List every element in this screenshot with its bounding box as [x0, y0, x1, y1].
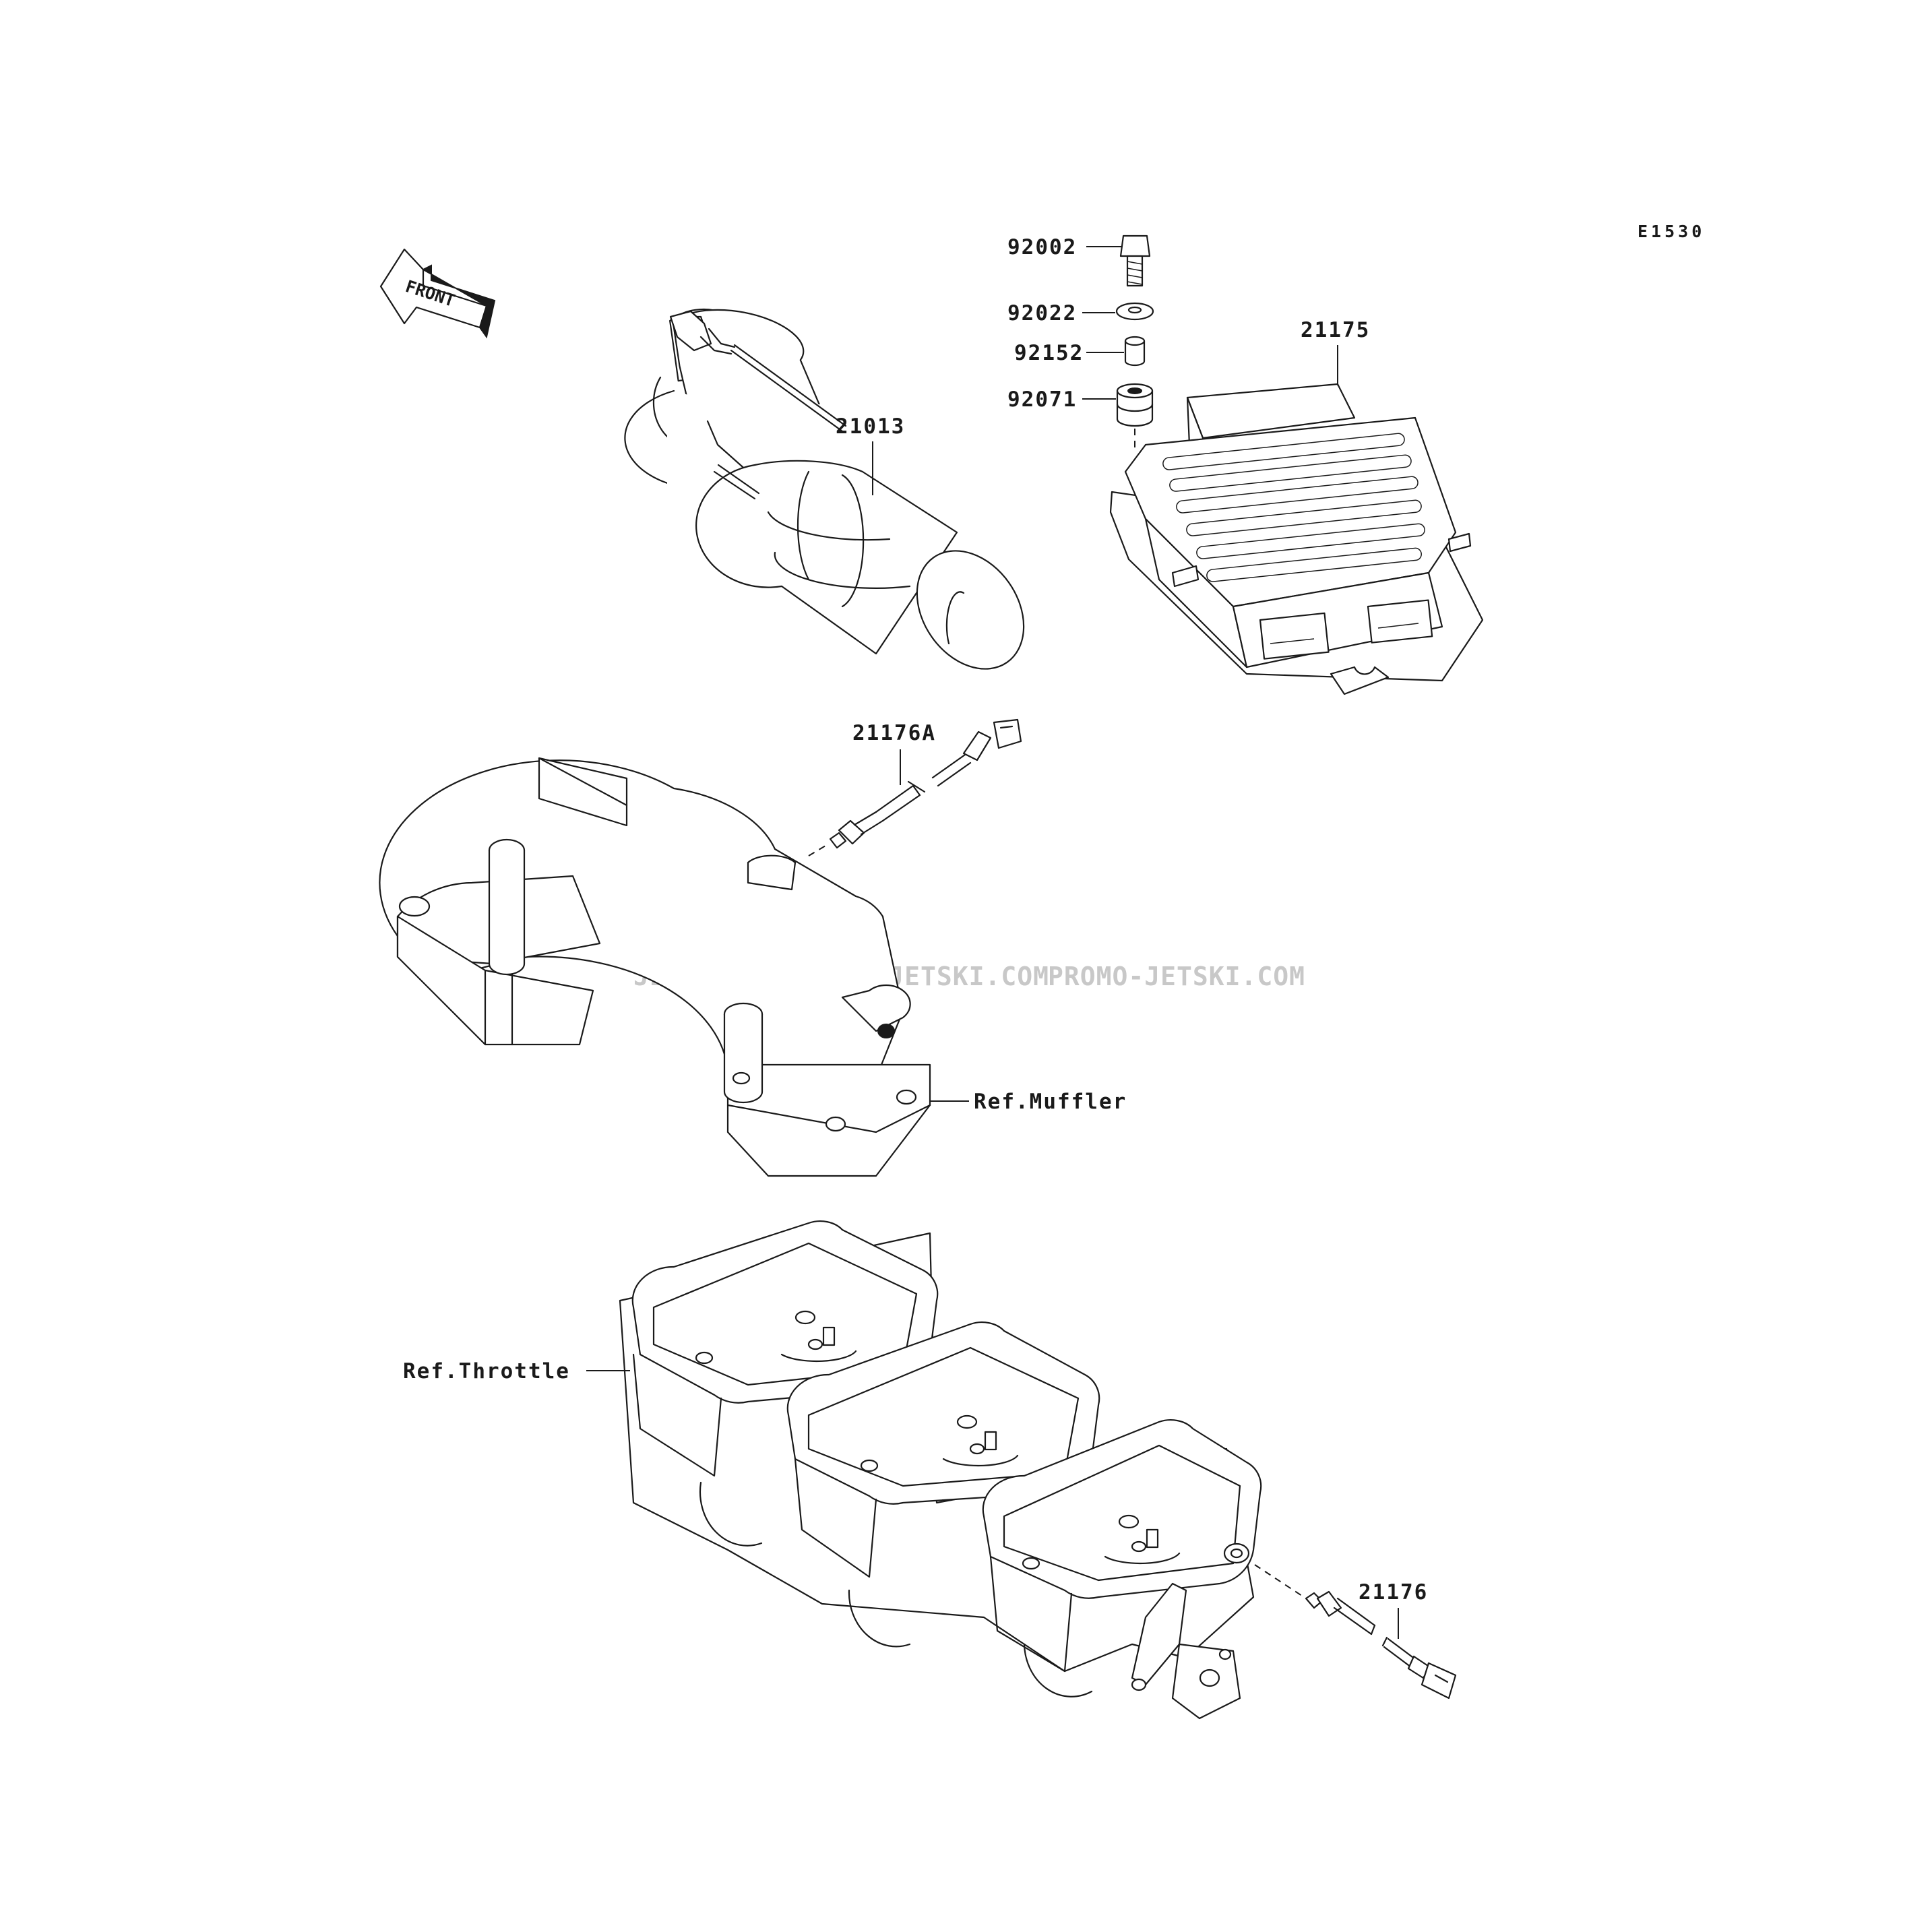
front-arrow-icon: FRONT: [379, 248, 496, 339]
part-labels: 92002 92022 92152 92071 21175 21013 2117…: [403, 235, 1428, 1604]
ref-label-muffler: Ref.Muffler: [974, 1090, 1127, 1114]
part-label-21175: 21175: [1301, 318, 1370, 342]
part-label-21013: 21013: [836, 414, 905, 439]
washer-icon: [1115, 302, 1154, 321]
temp-sensor-lower-icon: [1305, 1590, 1457, 1700]
temp-sensor-upper-icon: [829, 718, 1022, 849]
part-label-92022: 92022: [1007, 301, 1077, 325]
part-label-21176a: 21176A: [852, 721, 936, 745]
bolt-icon: [1119, 235, 1151, 287]
sensor-body-icon: [667, 310, 1045, 708]
diagram-code: E1530: [1638, 222, 1705, 241]
muffler-icon: [379, 757, 931, 1177]
throttle-icon: [619, 1220, 1262, 1720]
collar-icon: [1124, 336, 1146, 367]
part-label-21176: 21176: [1359, 1580, 1428, 1604]
part-label-92152: 92152: [1014, 341, 1084, 365]
ref-label-throttle: Ref.Throttle: [403, 1359, 570, 1383]
ecu-icon: [1109, 383, 1484, 695]
watermark-text: PROMO-JETSKI.COM: [1048, 962, 1305, 991]
leader-lines: [586, 246, 1399, 1639]
part-label-92071: 92071: [1007, 387, 1077, 412]
grommet-icon: [1116, 383, 1154, 427]
part-label-92002: 92002: [1007, 235, 1077, 259]
